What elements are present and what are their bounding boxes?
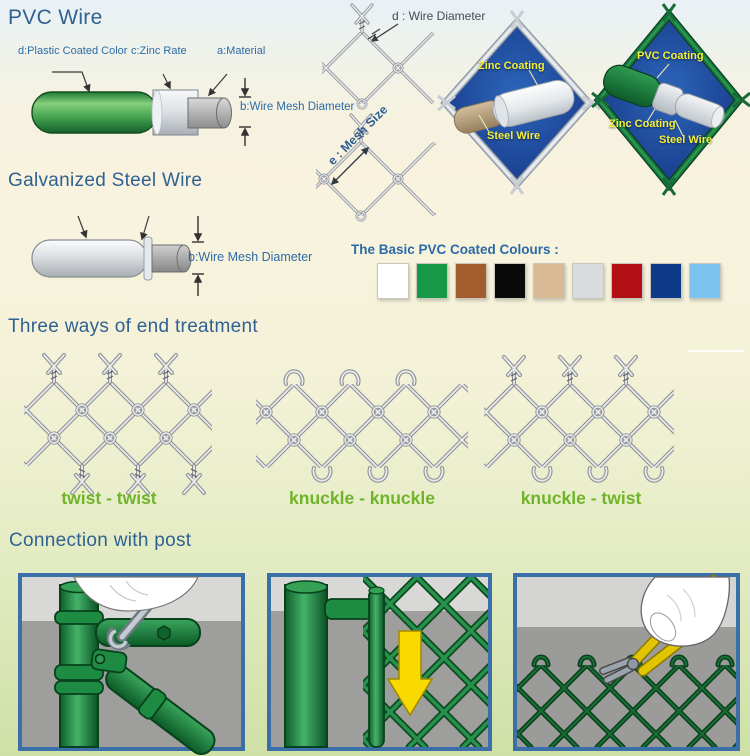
- green-post: [284, 580, 328, 748]
- frame-corner-twists: [591, 3, 750, 196]
- panel-leader-lines: [646, 63, 684, 137]
- label-wire-mesh-diameter-pvc: b:Wire Mesh Diameter: [240, 101, 355, 113]
- label-wire-mesh-diameter-galv: b:Wire Mesh Diameter: [188, 250, 313, 264]
- colour-swatch-green: [416, 263, 448, 299]
- scene-clamp-wrench-art: [22, 576, 241, 755]
- chain-link-mesh: [363, 577, 488, 747]
- colour-swatch-dark-blue: [650, 263, 682, 299]
- galvanized-layer: [31, 239, 148, 278]
- pvc-coating-layer: [31, 91, 158, 134]
- highlight-artifact: [688, 350, 744, 352]
- label-zinc-coating: Zinc Coating: [478, 60, 545, 72]
- connection-title: Connection with post: [9, 530, 192, 551]
- label-wire-diameter: d : Wire Diameter: [392, 9, 486, 23]
- leader-lines: [52, 71, 228, 97]
- clamp-band: [324, 598, 374, 620]
- label-knuckle-knuckle: knuckle - knuckle: [289, 488, 435, 508]
- colour-swatch-black: [494, 263, 526, 299]
- leader-lines: [77, 215, 150, 241]
- diameter-arrows: [239, 78, 251, 146]
- connection-scene-tension-bar: [267, 573, 492, 751]
- frame-corner-twists: [437, 10, 601, 195]
- pvc-wire-title: PVC Wire: [8, 6, 103, 29]
- panel-leader-lines: [478, 69, 539, 133]
- colour-swatch-white: [377, 263, 409, 299]
- colours-title: The Basic PVC Coated Colours :: [351, 242, 559, 257]
- wire-sample: [453, 79, 575, 134]
- label-twist-twist: twist - twist: [61, 488, 157, 508]
- mesh-knuckle-knuckle: [256, 369, 468, 483]
- diameter-arrows: [192, 216, 204, 296]
- pvc-wire-diagram: [31, 71, 251, 146]
- steel-core-cap: [216, 97, 232, 129]
- steel-core-cap: [176, 244, 192, 273]
- mesh-knuckle-twist: [484, 355, 674, 483]
- end-treatment-title: Three ways of end treatment: [8, 316, 258, 337]
- zinc-coating-tube: [492, 79, 575, 127]
- mesh-size-diagram: [316, 113, 436, 222]
- connection-scene-pliers: [513, 573, 740, 751]
- down-arrow-icon: [386, 630, 434, 717]
- wire-diameter-leader: [367, 23, 399, 42]
- label-knuckle-twist: knuckle - twist: [520, 488, 642, 508]
- colour-swatch-red: [611, 263, 643, 299]
- galvanized-wire-diagram: [31, 215, 204, 296]
- zinc-wire-panel: [437, 10, 601, 195]
- connection-scene-clamp-wrench: [18, 573, 245, 755]
- galvanized-title: Galvanized Steel Wire: [8, 170, 203, 191]
- label-pvc-coating: PVC Coating: [637, 50, 704, 62]
- mesh-wire-diameter-diagram: [322, 3, 434, 110]
- colour-swatch-brown: [455, 263, 487, 299]
- scene-tension-bar-art: [271, 577, 488, 748]
- label-steel-wire: Steel Wire: [487, 130, 541, 142]
- mesh-twist-twist: [24, 353, 212, 495]
- label-steel-wire-2: Steel Wire: [659, 134, 713, 146]
- hex-bolt: [157, 625, 171, 641]
- wire-sample: [603, 64, 725, 129]
- label-plastic-coated-color: d:Plastic Coated Color: [18, 45, 128, 57]
- scene-pliers-art: [517, 574, 736, 747]
- glove-hand: [73, 576, 199, 612]
- label-zinc-rate: c:Zinc Rate: [131, 45, 187, 57]
- label-material: a:Material: [217, 45, 266, 57]
- colour-swatch-light-blue: [689, 263, 721, 299]
- label-zinc-coating-2: Zinc Coating: [609, 118, 676, 130]
- dark-green-mesh: [517, 665, 736, 747]
- flange-ring: [143, 236, 153, 281]
- colour-swatch-silver: [572, 263, 604, 299]
- colour-swatch-tan: [533, 263, 565, 299]
- clamp-bolt: [94, 653, 106, 665]
- tension-bar: [368, 586, 385, 748]
- zinc-rim: [151, 90, 163, 135]
- mesh-size-arrow: [330, 146, 370, 186]
- pvc-wire-panel: [591, 3, 750, 196]
- glove-hand: [640, 574, 731, 647]
